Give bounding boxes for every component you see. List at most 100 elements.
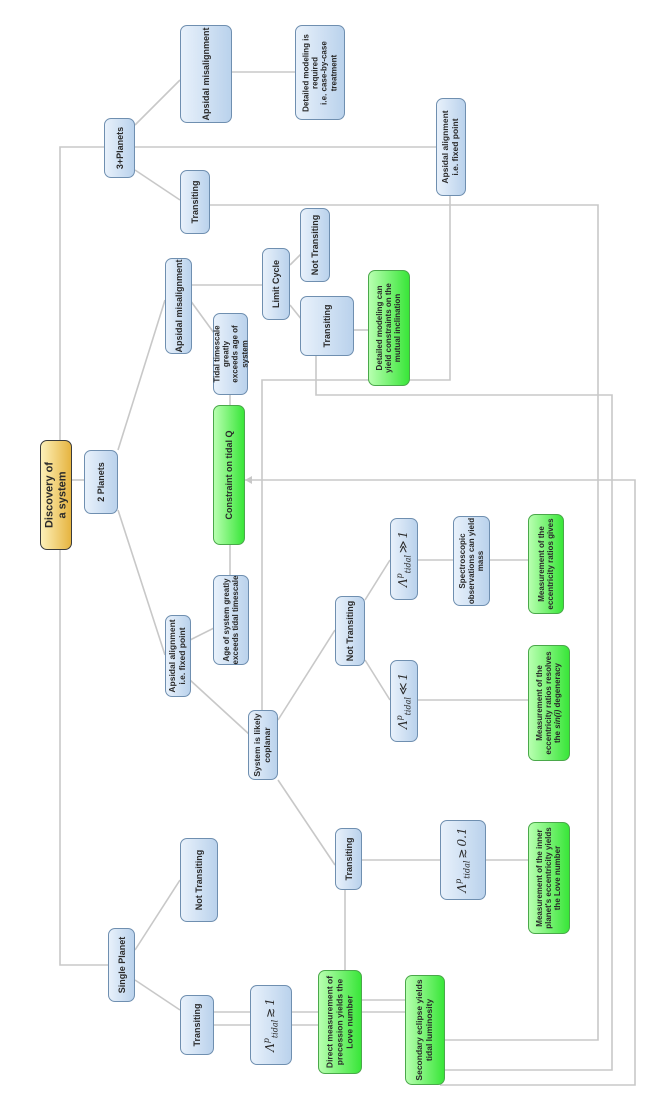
- coplanar-node: System is likely coplanar: [248, 710, 278, 780]
- relation-symbol: ≫: [396, 540, 411, 554]
- relation-value: 1: [396, 530, 411, 539]
- measurement-ecc-gives-label: Measurement of the eccentricity ratios g…: [536, 518, 555, 610]
- single-not-transiting-label: Not Transiting: [193, 849, 204, 911]
- lambda-single-label: Λptidal≳1: [262, 998, 280, 1052]
- root-node: Discovery of a system: [40, 440, 72, 550]
- lambda-superscript: p: [262, 1038, 272, 1044]
- age-exceeds-node: Age of system greatly exceeds tidal time…: [213, 575, 249, 665]
- edge-lctransiting-secondary: [315, 355, 613, 1071]
- lambda-single-node: Λptidal≳1: [250, 985, 292, 1065]
- measurement-ecc-gives-node: Measurement of the eccentricity ratios g…: [528, 514, 564, 614]
- lambda-symbol: Λ: [263, 1043, 278, 1052]
- edge-coplanar-nottransiting: [277, 629, 336, 721]
- three-planets-label: 3+Planets: [114, 126, 125, 170]
- measurement-inner-label: Measurement of the inner planet's eccent…: [535, 827, 563, 929]
- detailed-modeling-inclination-label: Detailed modeling can yield constraints …: [375, 283, 403, 373]
- age-exceeds-label: Age of system greatly exceeds tidal time…: [221, 575, 240, 665]
- limit-cycle-label: Limit Cycle: [270, 260, 281, 309]
- detailed-modeling-required-node: Detailed modeling is required i.e. case-…: [295, 25, 345, 120]
- lc-transiting-node: Transiting: [300, 296, 354, 356]
- apsidal-alignment-label: Apsidal alignment i.e. fixed point: [167, 619, 187, 693]
- spectroscopic-label: Spectroscopic observations can yield mas…: [457, 517, 486, 605]
- three-apsidal-alignment-node: Apsidal alignment i.e. fixed point: [436, 98, 466, 196]
- limit-cycle-node: Limit Cycle: [262, 248, 290, 320]
- lambda-ll-label: Λptidal≪1: [395, 673, 413, 729]
- constraint-tidal-q-node: Constraint on tidal Q: [213, 405, 245, 545]
- relation-value: 1: [396, 672, 411, 681]
- relation-value: 0.1: [455, 827, 470, 847]
- lambda-superscript: p: [395, 573, 405, 579]
- lambda-superscript: p: [454, 878, 464, 884]
- lambda-subscript: tidal: [462, 860, 472, 879]
- lambda-gg-node: Λptidal≫1: [390, 518, 418, 600]
- detailed-modeling-inclination-node: Detailed modeling can yield constraints …: [368, 270, 410, 386]
- tidal-timescale-node: Tidal timescale greatly exceeds age of s…: [212, 313, 249, 395]
- lc-transiting-label: Transiting: [321, 304, 332, 348]
- three-transiting-node: Transiting: [180, 170, 210, 234]
- measurement-inner-node: Measurement of the inner planet's eccent…: [528, 822, 570, 934]
- edge-nottransiting-gg: [364, 559, 391, 601]
- three-apsidal-misalignment-node: Apsidal misalignment: [180, 25, 232, 123]
- secondary-eclipse-label: Secondary eclipse yields tidal luminosit…: [414, 979, 434, 1081]
- single-planet-label: Single Planet: [116, 936, 127, 994]
- lambda-symbol: Λ: [455, 883, 470, 893]
- root-label: Discovery of a system: [43, 461, 68, 529]
- edge-root-3planets: [59, 146, 104, 480]
- constraint-tidal-q-label: Constraint on tidal Q: [223, 430, 234, 520]
- lambda-symbol: Λ: [396, 578, 411, 588]
- three-planets-node: 3+Planets: [104, 118, 135, 178]
- edge-align-coplanar: [189, 679, 251, 736]
- lambda-subscript: tidal: [403, 555, 413, 574]
- measurement-ecc-resolves-node: Measurement of the eccentricity ratios r…: [528, 645, 570, 761]
- three-apsidal-alignment-label: Apsidal alignment i.e. fixed point: [440, 110, 460, 184]
- direct-measurement-node: Direct measurement of precession yields …: [318, 970, 362, 1074]
- relation-symbol: ≳: [455, 848, 470, 859]
- direct-measurement-label: Direct measurement of precession yields …: [324, 975, 354, 1069]
- tidal-timescale-label: Tidal timescale greatly exceeds age of s…: [212, 325, 249, 383]
- edge-sttransiting-secondary: [204, 995, 421, 1036]
- edge-3planets-misalign: [134, 79, 181, 126]
- three-transiting-label: Transiting: [189, 180, 200, 224]
- apsidal-misalignment-label: Apsidal misalignment: [173, 259, 184, 353]
- lc-not-transiting-node: Not Transiting: [300, 208, 330, 282]
- lambda-subscript: tidal: [403, 697, 413, 716]
- edge-3planets-transiting: [134, 169, 181, 201]
- lambda-ge01-node: Λptidal≳0.1: [440, 820, 486, 900]
- edge-coplanar-transiting: [277, 779, 336, 866]
- apsidal-misalignment-node: Apsidal misalignment: [165, 258, 192, 354]
- relation-value: 1: [263, 998, 278, 1006]
- lambda-ge01-label: Λptidal≳0.1: [454, 827, 472, 892]
- edge-2planets-apsidal-misalign: [117, 299, 166, 451]
- relation-symbol: ≳: [263, 1007, 278, 1018]
- two-planets-node: 2 Planets: [84, 450, 118, 514]
- spectroscopic-node: Spectroscopic observations can yield mas…: [453, 516, 490, 606]
- edge-single-transiting: [134, 979, 181, 1011]
- detailed-modeling-required-label: Detailed modeling is required i.e. case-…: [301, 33, 339, 112]
- secondary-eclipse-node: Secondary eclipse yields tidal luminosit…: [405, 975, 445, 1085]
- lambda-symbol: Λ: [396, 720, 411, 730]
- edge-secondary-constraint: [245, 479, 636, 1086]
- edge-3align-coplanar: [261, 140, 451, 735]
- lambda-gg-label: Λptidal≫1: [395, 531, 413, 587]
- single-not-transiting-node: Not Transiting: [180, 838, 218, 922]
- edge-2planets-apsidal-align: [117, 509, 166, 656]
- measurement-ecc-resolves-italic: sin(i): [553, 709, 563, 729]
- lambda-superscript: p: [395, 715, 405, 721]
- arrowhead-constraint: [245, 476, 252, 484]
- single-planet-node: Single Planet: [108, 928, 135, 1002]
- apsidal-alignment-node: Apsidal alignment i.e. fixed point: [165, 615, 191, 697]
- single-transiting-node: Transiting: [180, 995, 214, 1055]
- cop-not-transiting-label: Not Transiting: [344, 600, 355, 662]
- measurement-ecc-resolves-tail: degeneracy: [553, 662, 563, 710]
- single-transiting-label: Transiting: [191, 1003, 202, 1047]
- edge-single-nottransiting: [134, 879, 181, 951]
- cop-transiting-label: Transiting: [343, 837, 354, 881]
- two-planets-label: 2 Planets: [95, 462, 106, 502]
- three-apsidal-misalignment-label: Apsidal misalignment: [200, 27, 211, 121]
- edge-nottransiting-ll: [364, 659, 391, 701]
- lambda-ll-node: Λptidal≪1: [390, 660, 418, 742]
- edge-root-single: [59, 480, 108, 966]
- lc-not-transiting-label: Not Transiting: [309, 214, 320, 276]
